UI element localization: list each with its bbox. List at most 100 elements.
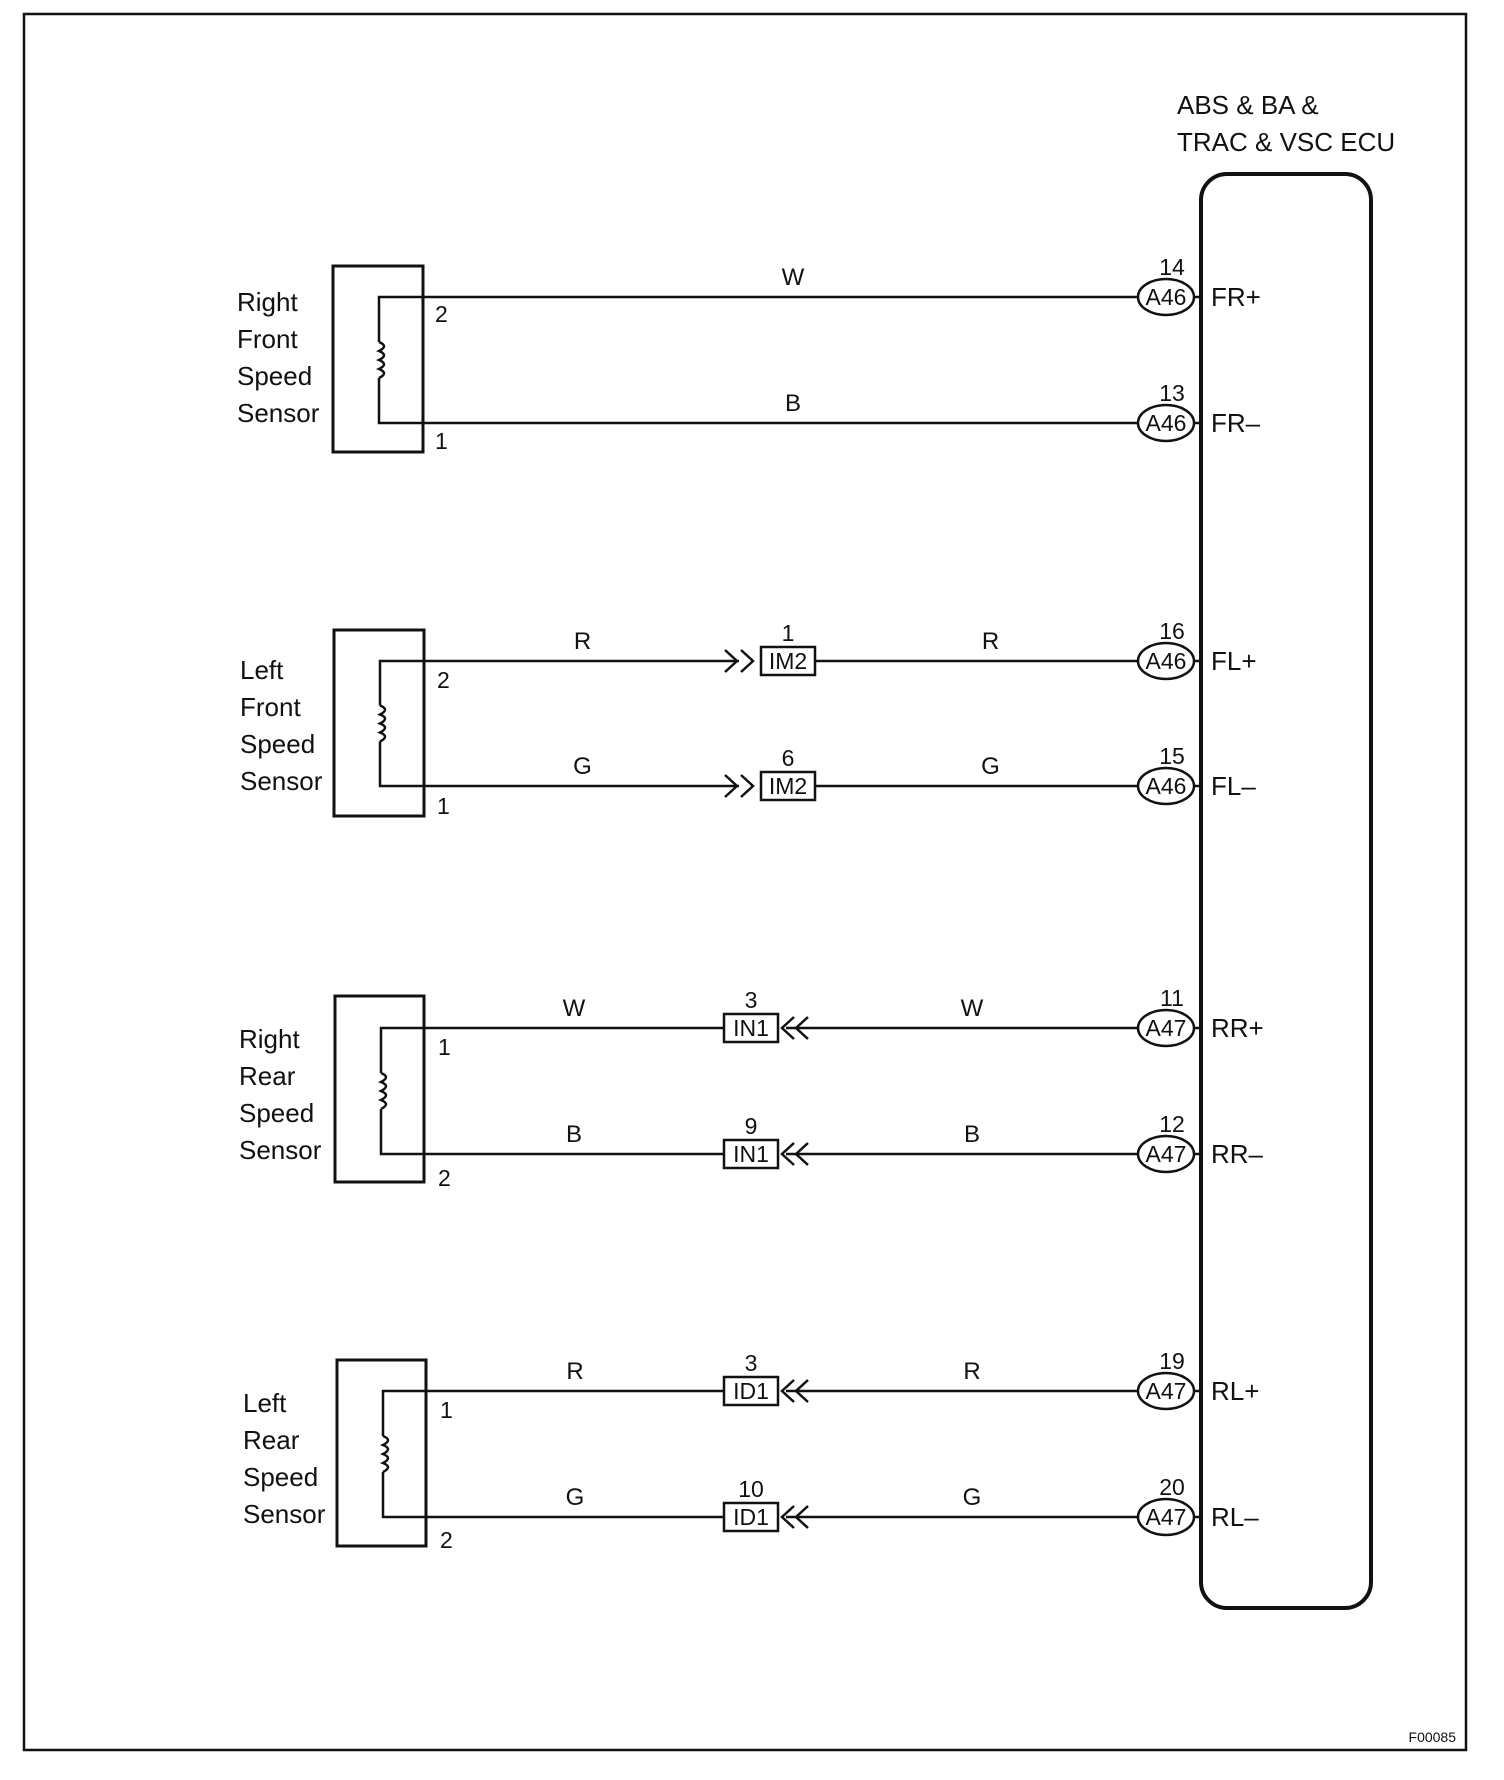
sensor-label-line: Speed [243, 1462, 318, 1492]
sensor-label-line: Front [240, 692, 301, 722]
ecu-pin-number: 20 [1159, 1474, 1185, 1500]
sensor-label-line: Speed [239, 1098, 314, 1128]
ecu-connector-id: A47 [1146, 1015, 1187, 1041]
ecu-signal-label: RR– [1211, 1139, 1264, 1169]
junction-connector-box [722, 1375, 780, 1407]
sensor-pin-number: 2 [437, 667, 450, 693]
sensor-label-line: Right [239, 1024, 300, 1054]
ecu-title-line-1: ABS & BA & [1177, 90, 1319, 120]
ecu-signal-label: RL+ [1211, 1376, 1259, 1406]
wire-color-label: W [563, 995, 586, 1022]
sensor-box [331, 264, 425, 454]
ecu-connector-id: A46 [1146, 648, 1187, 674]
sensor-label-line: Sensor [243, 1499, 326, 1529]
junction-connector-box [722, 1012, 780, 1044]
ecu-signal-label: FL+ [1211, 646, 1257, 676]
wire-color-label: R [963, 1358, 980, 1385]
coil-icon [379, 1434, 390, 1474]
ecu-connector-id: A47 [1146, 1141, 1187, 1167]
sensor-label-line: Sensor [237, 398, 320, 428]
sensor-box [335, 1358, 428, 1548]
wire-color-label: R [982, 628, 999, 655]
ecu-pin-number: 19 [1159, 1348, 1185, 1374]
coil-icon [376, 704, 387, 743]
sensor-box [333, 994, 426, 1184]
ecu-connector-id: A46 [1146, 284, 1187, 310]
sensor-box [332, 628, 426, 818]
sensor-pin-number: 1 [440, 1397, 453, 1423]
sensor-pin-number: 1 [438, 1034, 451, 1060]
sensor-label-line: Rear [239, 1061, 296, 1091]
coil-icon [377, 1071, 388, 1111]
sensor-left-rear: Left Rear Speed Sensor 1 2 [243, 1388, 453, 1553]
sensor-internal-wire [377, 295, 423, 425]
ecu-connector-id: A46 [1146, 773, 1187, 799]
wire-color-label: R [574, 628, 591, 655]
coil-icon [375, 340, 386, 380]
junction-connector-id: IM2 [769, 648, 807, 674]
sensor-pin-number: 2 [435, 301, 448, 327]
ecu-pin-number: 11 [1160, 985, 1184, 1011]
junction-pin-number: 10 [738, 1476, 764, 1502]
sensor-right-rear: Right Rear Speed Sensor 1 2 [239, 1024, 451, 1191]
junction-connector-box [722, 1501, 780, 1533]
junction-connector-box [759, 645, 817, 677]
wire-color-label: G [566, 1484, 585, 1511]
connector-arrow-icon [724, 649, 755, 673]
junction-pin-number: 1 [782, 620, 795, 646]
sensor-label-line: Right [237, 287, 298, 317]
sensor-internal-wire [378, 659, 424, 788]
ecu-pin-number: 13 [1159, 380, 1185, 406]
sensor-label-line: Left [243, 1388, 287, 1418]
ecu-connector-id: A47 [1146, 1504, 1187, 1530]
ecu-signal-label: RR+ [1211, 1013, 1264, 1043]
ecu-pin-number: 16 [1159, 618, 1185, 644]
ecu-pin-number: 12 [1159, 1111, 1185, 1137]
ecu-title-line-2: TRAC & VSC ECU [1177, 127, 1395, 157]
sensor-label-line: Sensor [239, 1135, 322, 1165]
wire-color-label: G [573, 753, 592, 780]
sensor-label-line: Left [240, 655, 284, 685]
junction-connector-id: IM2 [769, 773, 807, 799]
sensor-left-front: Left Front Speed Sensor 2 1 [240, 655, 450, 819]
junction-connector-id: IN1 [733, 1141, 769, 1167]
sensor-label-line: Speed [237, 361, 312, 391]
junction-pin-number: 6 [782, 745, 795, 771]
sensor-pin-number: 1 [437, 793, 450, 819]
ecu-signal-label: FL– [1211, 771, 1256, 801]
wire-color-label: W [782, 264, 805, 291]
sensor-right-front: Right Front Speed Sensor 2 1 [237, 287, 448, 454]
junction-pin-number: 3 [745, 1350, 758, 1376]
sensor-label-line: Speed [240, 729, 315, 759]
junction-connector-id: ID1 [733, 1378, 769, 1404]
ecu-connector-id: A47 [1146, 1378, 1187, 1404]
wire-color-label: B [964, 1121, 980, 1148]
sensor-pin-number: 2 [438, 1165, 451, 1191]
wire-color-label: G [981, 753, 1000, 780]
connector-arrow-icon [724, 774, 755, 798]
sensor-pin-number: 2 [440, 1527, 453, 1553]
junction-pin-number: 3 [745, 987, 758, 1013]
sensor-internal-wire [379, 1026, 424, 1156]
sensor-label-line: Front [237, 324, 298, 354]
ecu-box [1199, 172, 1373, 1610]
sensor-label-line: Rear [243, 1425, 300, 1455]
ecu-pin-number: 14 [1159, 254, 1185, 280]
wire-color-label: B [566, 1121, 582, 1148]
sensors-layer: Right Front Speed Sensor 2 1 Left Front … [237, 264, 453, 1553]
figure-code: F00085 [1409, 1729, 1457, 1745]
wire-color-label: G [963, 1484, 982, 1511]
ecu-pin-number: 15 [1159, 743, 1185, 769]
junction-connector-id: ID1 [733, 1504, 769, 1530]
outer-frame [22, 12, 1468, 1752]
